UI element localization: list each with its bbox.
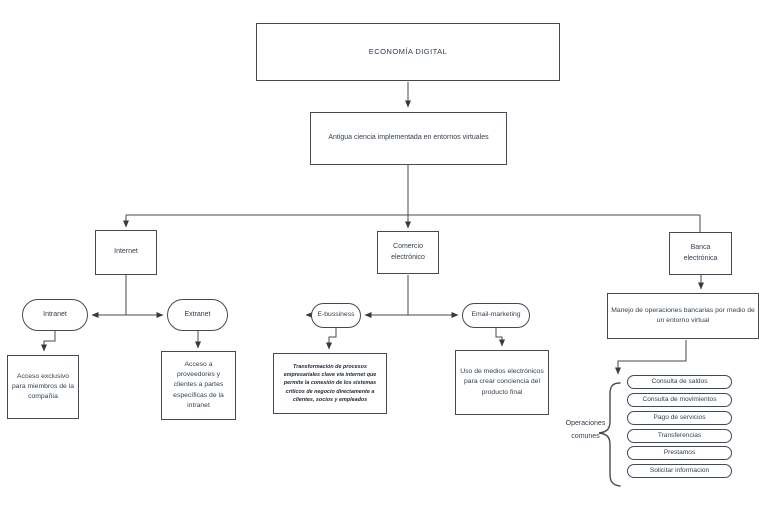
- operacion-oval-transferencias[interactable]: Transferencias: [627, 429, 732, 443]
- node-intranet[interactable]: Intranet: [22, 299, 88, 331]
- ebussiness-description-text: Transformación de procesos empresariales…: [283, 364, 377, 403]
- node-comercio-label: Comercio electrónico: [391, 243, 425, 261]
- operacion-oval-consulta-movimientos[interactable]: Consulta de movimientos: [627, 393, 732, 407]
- node-ebussiness[interactable]: E-bussiness: [311, 303, 361, 328]
- operacion-label: Consulta de movimientos: [642, 396, 717, 404]
- node-banca-label: Banca electrónica: [683, 244, 718, 262]
- operacion-label: Transferencias: [657, 432, 702, 440]
- operacion-label: Solicitar informacion: [649, 467, 710, 475]
- operacion-label: Prestamos: [663, 449, 696, 457]
- operacion-oval-consulta-saldos[interactable]: Consulta de saldos: [627, 375, 732, 389]
- node-economia-digital[interactable]: ECONOMÍA DIGITAL: [256, 23, 560, 81]
- node-extranet-label: Extranet: [184, 310, 211, 318]
- node-email-marketing-description[interactable]: Uso de medios electrónicos para crear co…: [455, 350, 549, 415]
- extranet-description-text: Acceso a proveedores y clientes a partes…: [173, 361, 224, 409]
- node-email-marketing-label: Email-marketing: [471, 311, 521, 319]
- operacion-oval-prestamos[interactable]: Prestamos: [627, 446, 732, 460]
- node-economia-digital-label: ECONOMÍA DIGITAL: [368, 47, 448, 57]
- node-extranet[interactable]: Extranet: [167, 299, 228, 331]
- node-definition[interactable]: Antigua ciencia implementada en entornos…: [310, 112, 507, 165]
- node-intranet-description[interactable]: Acceso exclusivo para miembros de la com…: [7, 355, 79, 419]
- email-marketing-description-text: Uso de medios electrónicos para crear co…: [460, 368, 544, 396]
- node-ebussiness-description[interactable]: Transformación de procesos empresariales…: [273, 353, 387, 414]
- connector-manejo-operaciones: [615, 340, 687, 375]
- node-banca-electronica[interactable]: Banca electrónica: [669, 232, 732, 275]
- operaciones-comunes-label: Operaciones comunes: [565, 420, 606, 440]
- brace-icon: [598, 382, 621, 487]
- operacion-oval-solicitar-informacion[interactable]: Solicitar informacion: [627, 464, 732, 478]
- connector-intranet-desc: [41, 331, 56, 352]
- operacion-oval-pago-servicios[interactable]: Pago de servicios: [627, 411, 732, 425]
- node-banca-description[interactable]: Manejo de operaciones bancarias por medi…: [607, 293, 759, 339]
- node-internet-label: Internet: [114, 248, 138, 256]
- node-ebussiness-label: E-bussiness: [317, 311, 355, 319]
- connector-email-desc: [495, 328, 505, 347]
- node-comercio-electronico[interactable]: Comercio electrónico: [377, 231, 439, 274]
- operacion-label: Pago de servicios: [653, 414, 706, 422]
- operacion-label: Consulta de saldos: [651, 378, 708, 386]
- node-definition-label: Antigua ciencia implementada en entornos…: [328, 134, 489, 142]
- banca-description-text: Manejo de operaciones bancarias por medi…: [611, 306, 755, 324]
- node-email-marketing[interactable]: Email-marketing: [462, 303, 530, 328]
- node-internet[interactable]: Internet: [95, 230, 157, 275]
- connector-ebussiness-desc: [326, 328, 337, 350]
- node-extranet-description[interactable]: Acceso a proveedores y clientes a partes…: [161, 351, 236, 420]
- intranet-description-text: Acceso exclusivo para miembros de la com…: [12, 372, 74, 401]
- node-intranet-label: Intranet: [43, 310, 67, 318]
